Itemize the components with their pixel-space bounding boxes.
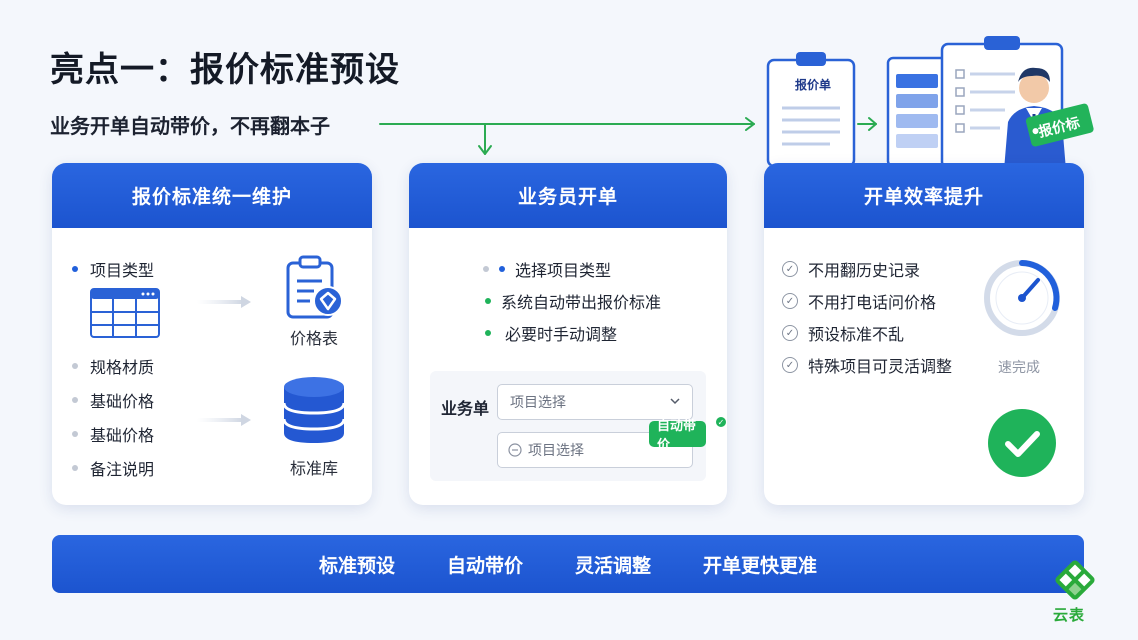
card-efficiency: 开单效率提升 ✓ 不用翻历史记录 ✓ 不用打电话问价格 ✓ 预设标准不乱 ✓ 特… [764, 163, 1084, 505]
check-icon: ✓ [714, 415, 727, 429]
success-check-icon [988, 409, 1056, 477]
check-circle-icon: ✓ [782, 261, 798, 277]
bullet-icon [483, 266, 489, 272]
bullet-icon [72, 431, 78, 437]
card-title: 业务员开单 [409, 163, 727, 228]
card-title: 开单效率提升 [764, 163, 1084, 228]
list-item: 规格材质 [72, 354, 154, 378]
price-list-label: 价格表 [290, 329, 339, 348]
price-list-icon [286, 255, 343, 319]
project-select[interactable]: 项目选择 [497, 384, 693, 420]
list-item: 基础价格 [72, 388, 154, 412]
bullet-icon [72, 363, 78, 369]
speed-gauge-icon [984, 260, 1060, 336]
arrow-right-icon [197, 414, 251, 426]
list-item: ✓ 预设标准不乱 [782, 321, 904, 345]
check-circle-icon: ✓ [782, 325, 798, 341]
form-label: 业务单 [441, 399, 490, 418]
check-circle-icon: ✓ [782, 357, 798, 373]
quote-illustration [766, 36, 1094, 170]
bullet-icon [485, 330, 491, 336]
list-item: 项目类型 [72, 257, 154, 281]
table-icon [90, 288, 160, 338]
order-form: 业务单 项目选择 项目选择 自动带价 ✓ [430, 371, 727, 481]
summary-item: 灵活调整 [575, 554, 652, 577]
summary-item: 开单更快更准 [703, 554, 818, 577]
bullet-icon [485, 298, 491, 304]
list-item: ✓ 不用翻历史记录 [782, 257, 920, 281]
auto-price-badge: 自动带价 [649, 419, 706, 453]
quote-sheet-label: 报价单 [795, 78, 832, 92]
yunbiao-logo-icon [1055, 560, 1095, 600]
list-item: 必要时手动调整 [485, 321, 617, 345]
check-circle-icon: ✓ [782, 293, 798, 309]
list-item: ✓ 不用打电话问价格 [782, 289, 936, 313]
logo-text: 云表 [1053, 606, 1086, 624]
page-subtitle: 业务开单自动带价，不再翻本子 [50, 114, 330, 138]
flow-arrows [379, 117, 877, 155]
list-item: 选择项目类型 [483, 257, 611, 281]
arrow-right-icon [197, 296, 251, 308]
page-title: 亮点一：报价标准预设 [50, 50, 400, 90]
bullet-icon [499, 266, 505, 272]
gauge-label: 速完成 [998, 360, 1040, 376]
card-standard-maintenance: 报价标准统一维护 项目类型 价格表 规格材质 基础价格 基础价格 [52, 163, 372, 505]
bullet-icon [72, 465, 78, 471]
minus-circle-icon [508, 443, 522, 457]
standard-library-label: 标准库 [290, 459, 339, 478]
list-item: ✓ 特殊项目可灵活调整 [782, 353, 952, 377]
bullet-icon [72, 397, 78, 403]
bullet-icon [72, 266, 78, 272]
summary-bar: 标准预设 自动带价 灵活调整 开单更快更准 [52, 535, 1084, 593]
list-item: 基础价格 [72, 422, 154, 446]
card-title: 报价标准统一维护 [52, 163, 372, 228]
database-icon [282, 377, 346, 443]
summary-item: 自动带价 [446, 554, 523, 577]
summary-item: 标准预设 [318, 554, 395, 577]
list-item: 备注说明 [72, 456, 154, 480]
card-salesperson-order: 业务员开单 选择项目类型 系统自动带出报价标准 必要时手动调整 业务单 项目选择… [409, 163, 727, 505]
list-item: 系统自动带出报价标准 [485, 289, 661, 313]
chevron-down-icon [670, 398, 680, 405]
